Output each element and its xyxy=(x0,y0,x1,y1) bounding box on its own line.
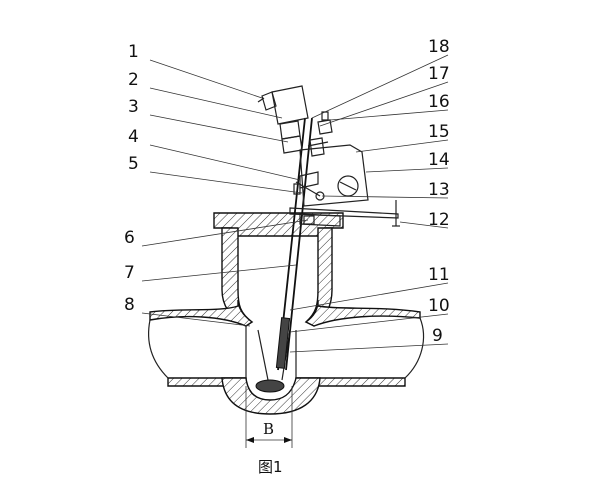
pipe-upper-wall-left xyxy=(149,299,254,327)
labels-right: 18 17 16 15 14 13 12 11 10 9 xyxy=(428,37,450,346)
part-label-13: 13 xyxy=(428,180,450,200)
actuator-top xyxy=(257,85,333,157)
pipe-upper-wall-right xyxy=(304,299,421,327)
part-label-7: 7 xyxy=(124,263,135,283)
motor-body xyxy=(271,85,309,125)
probe-rod xyxy=(275,117,313,371)
dimension-b-label: B xyxy=(263,420,274,438)
upper-housing xyxy=(293,144,369,207)
dimension-b: B xyxy=(245,386,293,448)
pipe-right-end xyxy=(404,317,425,379)
pipe-left-end xyxy=(147,319,169,379)
part-label-5: 5 xyxy=(128,154,139,174)
sump-pool xyxy=(255,379,285,393)
labels-left: 1 2 3 4 5 6 7 8 xyxy=(124,42,139,315)
part-label-14: 14 xyxy=(428,150,450,170)
part-label-11: 11 xyxy=(428,265,450,285)
figure-caption: 图1 xyxy=(258,458,283,476)
mounting-bracket xyxy=(289,200,400,227)
housing-plate xyxy=(299,144,369,207)
probe-sleeve xyxy=(275,317,291,369)
part-label-8: 8 xyxy=(124,295,135,315)
part-label-10: 10 xyxy=(428,296,450,316)
housing-wheel xyxy=(337,175,359,197)
part-label-1: 1 xyxy=(128,42,139,62)
part-label-15: 15 xyxy=(428,122,450,142)
part-label-9: 9 xyxy=(432,326,443,346)
part-label-12: 12 xyxy=(428,210,450,230)
part-label-6: 6 xyxy=(124,228,135,248)
part-label-16: 16 xyxy=(428,92,450,112)
part-label-17: 17 xyxy=(428,64,450,84)
part-label-3: 3 xyxy=(128,97,139,117)
valve-body xyxy=(147,212,425,415)
sump-bowl xyxy=(221,377,321,415)
part-label-18: 18 xyxy=(428,37,450,57)
part-label-2: 2 xyxy=(128,70,139,90)
part-label-4: 4 xyxy=(128,127,139,147)
leader-lines xyxy=(141,54,449,353)
